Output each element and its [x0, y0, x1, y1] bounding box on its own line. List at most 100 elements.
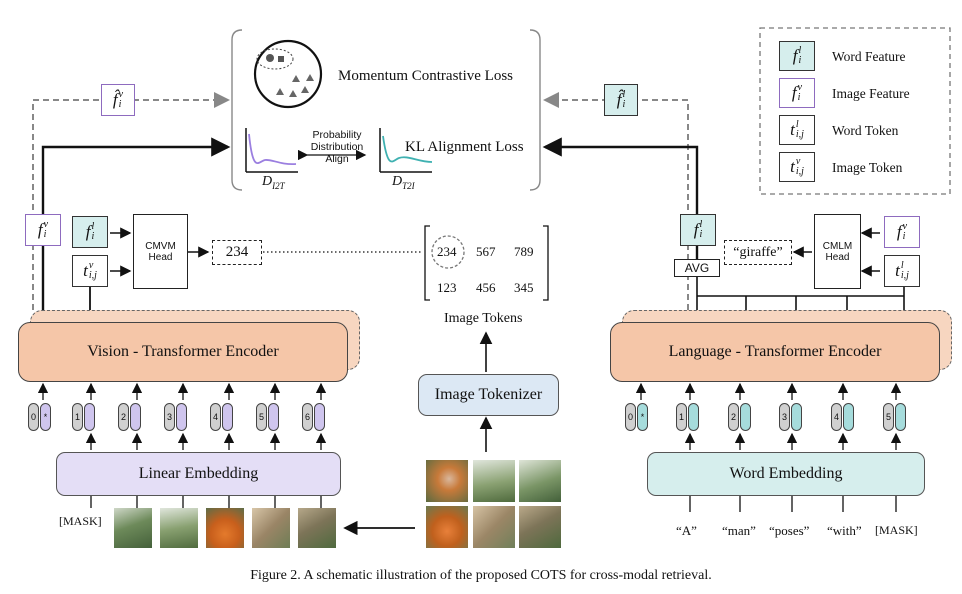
- image-patch-4: [252, 508, 290, 548]
- head-line: Head: [148, 251, 173, 263]
- word-with: “with”: [827, 523, 862, 538]
- sym: t: [790, 157, 795, 176]
- sup: l: [91, 221, 95, 232]
- loss-bracket-right: [529, 29, 541, 191]
- sub: i: [118, 99, 122, 110]
- prob-dist-label: Probability Distribution Align: [302, 129, 372, 165]
- vision-star: *: [40, 403, 51, 431]
- cmvm-prediction: 234: [212, 240, 262, 265]
- sym: t: [790, 120, 795, 139]
- tokenizer-image-1: [426, 460, 468, 502]
- token-567: 567: [476, 244, 496, 259]
- language-transformer-encoder: Language - Transformer Encoder: [610, 322, 940, 382]
- tokenizer-image-4: [426, 506, 468, 548]
- vision-pos-5: 5: [256, 403, 267, 431]
- loss-bracket-left: [231, 29, 243, 191]
- cmvm-head: CMVM Head: [133, 214, 188, 289]
- word-poses: “poses”: [769, 523, 810, 538]
- cmvm-line: CMVM: [145, 240, 176, 252]
- linear-embedding: Linear Embedding: [56, 452, 341, 496]
- image-patch-5: [298, 508, 336, 548]
- legend-word-feature-label: Word Feature: [832, 49, 906, 64]
- sub: i,j: [900, 270, 909, 281]
- legend-image-token-label: Image Token: [832, 160, 903, 175]
- sup: l: [900, 260, 904, 271]
- vision-patch-1: [84, 403, 95, 431]
- avg-box: AVG: [674, 259, 720, 277]
- language-word-1: [688, 403, 699, 431]
- prob-line-2: Distribution: [310, 141, 364, 153]
- sup: v: [43, 219, 49, 230]
- head-line: Head: [825, 251, 850, 263]
- language-pos-2: 2: [728, 403, 739, 431]
- token-234: 234: [437, 244, 457, 259]
- legend-image-feature-label: Image Feature: [832, 86, 910, 101]
- f-symbol: f: [896, 222, 902, 241]
- d-t2i-symbol: D: [392, 174, 403, 189]
- token-456: 456: [476, 280, 496, 295]
- sub: i,j: [795, 166, 804, 177]
- vision-pos-6: 6: [302, 403, 313, 431]
- legend-word-token-label: Word Token: [832, 123, 899, 138]
- vision-pos-3: 3: [164, 403, 175, 431]
- sub: i: [798, 55, 802, 66]
- sup: v: [797, 82, 803, 93]
- kl-loss-label: KL Alignment Loss: [405, 139, 524, 155]
- cmlm-line: CMLM: [822, 240, 853, 252]
- language-pos-0: 0: [625, 403, 636, 431]
- tokenizer-image-5: [473, 506, 515, 548]
- sub: i: [797, 92, 801, 103]
- word-embedding: Word Embedding: [647, 452, 925, 496]
- f-symbol: f: [693, 220, 699, 239]
- sub: i,j: [795, 129, 804, 140]
- d-i2t-plot: [245, 128, 298, 173]
- vision-patch-2: [130, 403, 141, 431]
- image-tokens-caption: Image Tokens: [444, 311, 523, 326]
- f-symbol: f: [37, 220, 43, 239]
- word-mask: [MASK]: [875, 523, 918, 537]
- sym: f: [792, 46, 798, 65]
- fhat-symbol: f̂: [616, 90, 622, 109]
- vision-transformer-encoder: Vision - Transformer Encoder: [18, 322, 348, 382]
- vision-pos-4: 4: [210, 403, 221, 431]
- language-word-3: [791, 403, 802, 431]
- token-123: 123: [437, 280, 457, 295]
- vision-pos-0: 0: [28, 403, 39, 431]
- vision-patch-3: [176, 403, 187, 431]
- cmlm-head: CMLM Head: [814, 214, 861, 289]
- language-pos-3: 3: [779, 403, 790, 431]
- image-patch-1: [114, 508, 152, 548]
- language-star: *: [637, 403, 648, 431]
- prob-line-3: Align: [325, 153, 349, 165]
- vision-pos-2: 2: [118, 403, 129, 431]
- sup: l: [795, 119, 799, 130]
- d-t2i-plot: [379, 128, 433, 173]
- prob-line-1: Probability: [312, 129, 362, 141]
- sup: v: [118, 89, 124, 100]
- vision-patch-5: [268, 403, 279, 431]
- d-i2t-symbol: D: [262, 174, 273, 189]
- vision-pos-1: 1: [72, 403, 83, 431]
- tokenizer-image-2: [473, 460, 515, 502]
- d-t2i-label: DT2I: [392, 174, 415, 191]
- language-word-4: [843, 403, 854, 431]
- sup: l: [798, 45, 802, 56]
- language-pos-5: 5: [883, 403, 894, 431]
- sub: i: [699, 229, 703, 240]
- fhat-symbol: f̂: [112, 90, 118, 109]
- word-man: “man”: [722, 523, 756, 538]
- sup: l: [622, 89, 626, 100]
- token-789: 789: [514, 244, 534, 259]
- image-tokenizer: Image Tokenizer: [418, 374, 559, 416]
